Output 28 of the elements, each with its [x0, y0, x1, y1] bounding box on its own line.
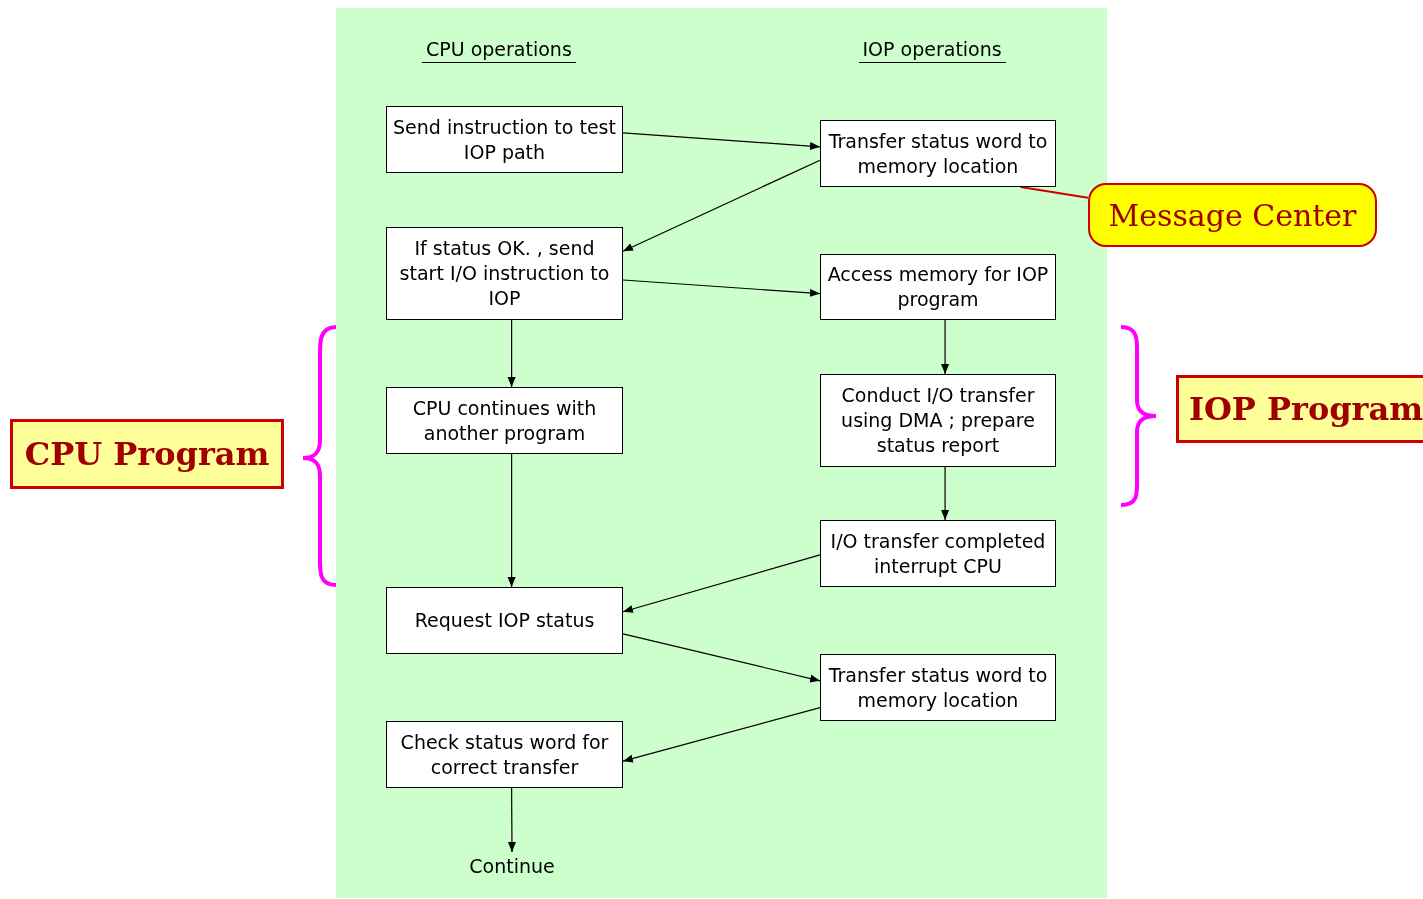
- arrow: [941, 319, 950, 375]
- arrow: [622, 279, 821, 297]
- process-box: CPU continues with another program: [386, 387, 623, 454]
- process-box: I/O transfer completed interrupt CPU: [820, 520, 1056, 587]
- process-box: Request IOP status: [386, 587, 623, 654]
- callout-bubble: Message Center: [1088, 183, 1377, 247]
- arrow: [941, 466, 950, 521]
- arrow: [622, 633, 821, 683]
- process-box: Conduct I/O transfer using DMA ; prepare status report: [820, 374, 1056, 467]
- column-heading: IOP operations: [858, 38, 1006, 63]
- arrow: [622, 554, 821, 613]
- process-box: Transfer status word to memory location: [820, 654, 1056, 721]
- process-box: Access memory for IOP program: [820, 254, 1056, 320]
- column-heading: CPU operations: [422, 38, 576, 63]
- terminal-text: Continue: [462, 852, 562, 880]
- process-box: Check status word for correct transfer: [386, 721, 623, 788]
- arrow: [507, 453, 516, 588]
- process-box: Send instruction to test IOP path: [386, 106, 623, 173]
- annotation-box: IOP Program: [1176, 375, 1423, 443]
- arrow: [507, 319, 516, 388]
- arrow: [622, 159, 821, 252]
- arrow: [507, 787, 516, 853]
- leader-line: [1019, 186, 1089, 199]
- process-box: Transfer status word to memory location: [820, 120, 1056, 187]
- process-box: If status OK. , send start I/O instruction to IOP: [386, 227, 623, 320]
- arrow: [622, 707, 821, 763]
- annotation-box: CPU Program: [10, 419, 284, 489]
- arrow: [622, 132, 821, 151]
